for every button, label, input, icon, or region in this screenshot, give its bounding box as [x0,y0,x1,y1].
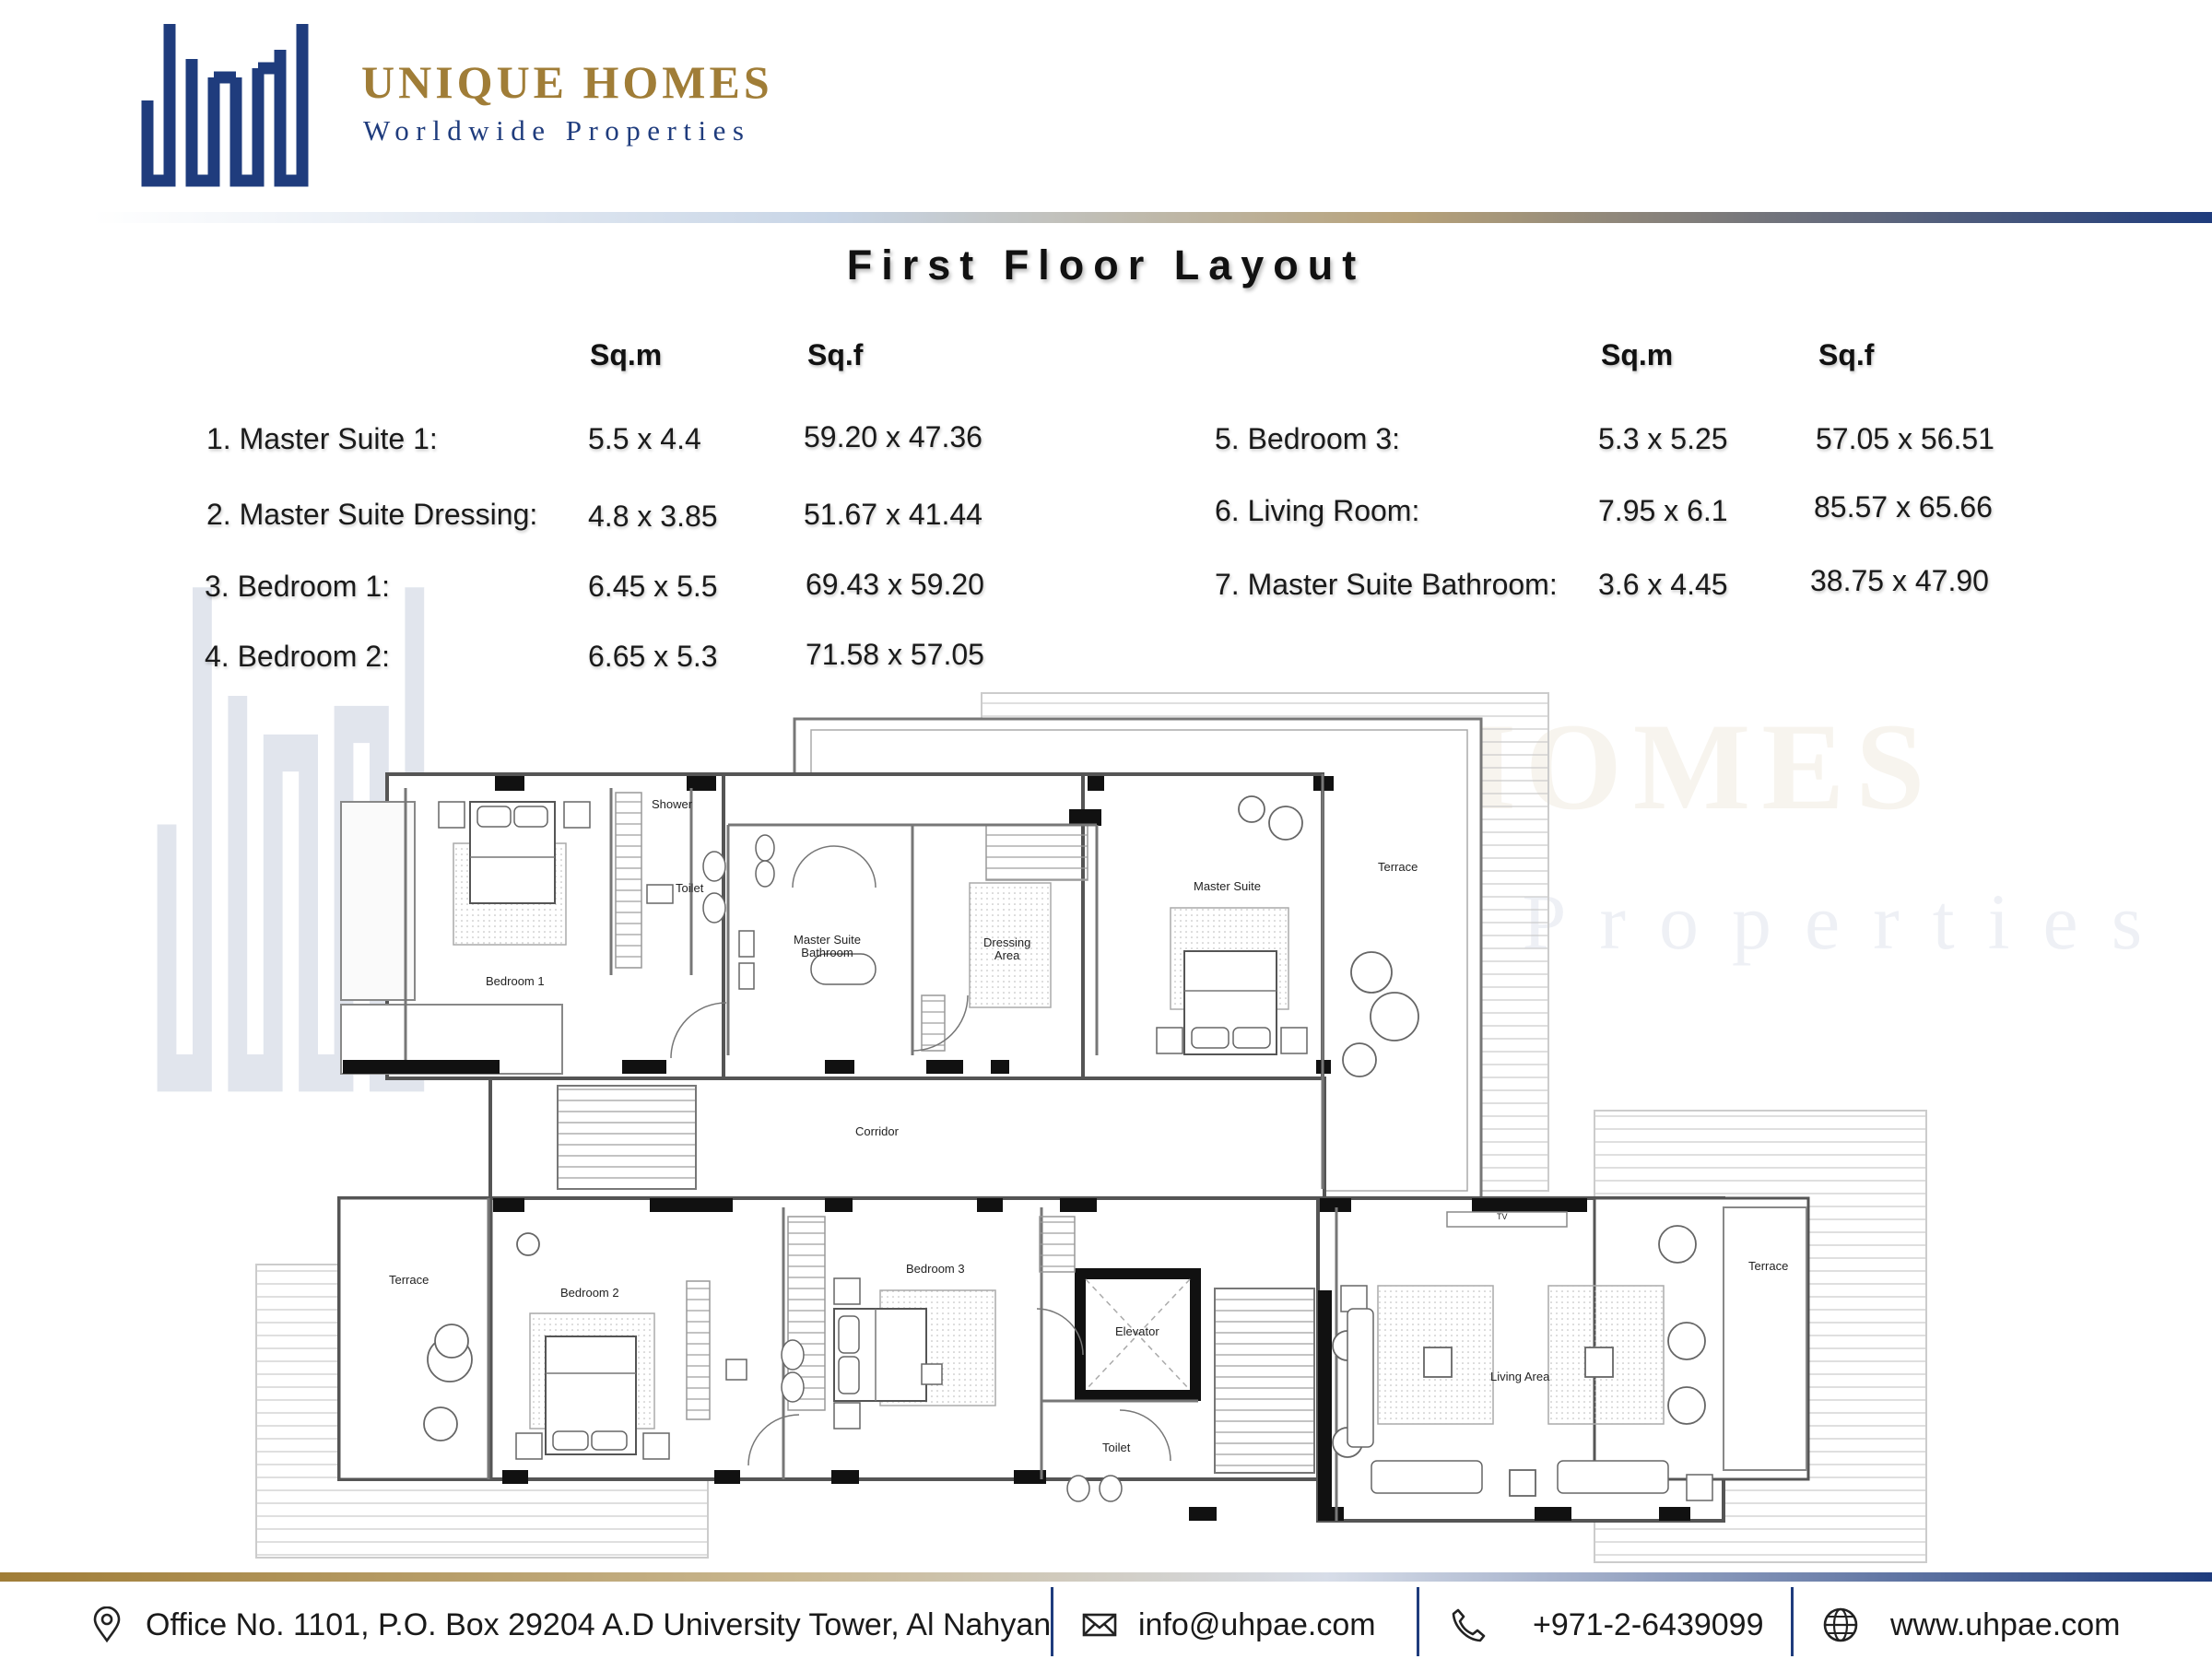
column-header-sqf-right: Sq.f [1818,338,1875,371]
room-label-master-bath: Master Suite Bathroom [794,933,861,960]
room-sqf: 38.75 x 47.90 [1810,564,1989,597]
footer-phone[interactable]: +971-2-6439099 [1450,1599,1764,1651]
watermark-brand-name: UNIQUE HOMES [811,699,1936,836]
room-sqm: 6.45 x 5.5 [588,570,718,603]
room-sqf: 51.67 x 41.44 [804,498,982,531]
page-title: First Floor Layout [846,241,1366,288]
footer-email[interactable]: info@uhpae.com [1081,1599,1376,1651]
column-header-sqm-left: Sq.m [590,338,663,371]
website-link[interactable]: www.uhpae.com [1890,1606,2121,1642]
room-label-toilet-bottom: Toilet [1102,1441,1131,1454]
column-header-sqm-right: Sq.m [1601,338,1674,371]
brand-name: UNIQUE HOMES [361,56,773,108]
globe-icon [1822,1606,1859,1643]
tv-label: TV [1497,1212,1508,1221]
room-label-dressing: Dressing Area [983,935,1031,963]
email-link[interactable]: info@uhpae.com [1138,1606,1376,1642]
room-label-terrace-left: Terrace [389,1273,429,1287]
room-label: 3. Bedroom 1: [205,570,390,603]
room-label-corridor: Corridor [855,1124,899,1138]
room-sqm: 5.5 x 4.4 [588,422,701,455]
brand-tagline: Worldwide Properties [363,114,751,147]
header-divider [92,212,2212,223]
footer-separator [1051,1587,1053,1656]
room-sqm: 4.8 x 3.85 [588,500,718,533]
room-label: 4. Bedroom 2: [205,640,390,673]
column-header-sqf-left: Sq.f [807,338,864,371]
footer-separator [1417,1587,1419,1656]
phone-icon [1450,1606,1487,1643]
watermark-logo [152,553,447,1124]
room-label-elevator: Elevator [1115,1324,1159,1338]
room-label-terrace-top: Terrace [1378,860,1418,874]
company-logo [138,13,323,197]
room-label-toilet-top: Toilet [676,881,704,895]
room-sqf: 71.58 x 57.05 [806,638,984,671]
envelope-icon [1081,1606,1118,1643]
footer-website[interactable]: www.uhpae.com [1822,1599,2120,1651]
footer-separator [1791,1587,1794,1656]
location-pin-icon [88,1606,125,1643]
room-label-shower: Shower [652,797,693,811]
room-label-bedroom1: Bedroom 1 [486,974,545,988]
room-label-master-suite: Master Suite [1194,879,1261,893]
room-sqm: 3.6 x 4.45 [1598,568,1728,601]
footer-address: Office No. 1101, P.O. Box 29204 A.D Univ… [88,1599,1051,1651]
room-label: 7. Master Suite Bathroom: [1215,568,1558,601]
room-label-bedroom3: Bedroom 3 [906,1262,965,1276]
room-sqm: 5.3 x 5.25 [1598,422,1728,455]
room-sqm: 6.65 x 5.3 [588,640,718,673]
room-label: 1. Master Suite 1: [206,422,438,455]
room-label: 2. Master Suite Dressing: [206,498,538,531]
room-label-terrace-right: Terrace [1748,1259,1789,1273]
room-sqf: 57.05 x 56.51 [1816,422,1994,455]
room-sqm: 7.95 x 6.1 [1598,494,1728,527]
footer-divider [0,1572,2212,1582]
room-sqf: 85.57 x 65.66 [1814,490,1993,524]
room-label: 5. Bedroom 3: [1215,422,1400,455]
room-label-living: Living Area [1490,1370,1550,1383]
phone-number[interactable]: +971-2-6439099 [1533,1606,1764,1642]
room-label: 6. Living Room: [1215,494,1420,527]
room-sqf: 59.20 x 47.36 [804,420,982,453]
room-sqf: 69.43 x 59.20 [806,568,984,601]
room-label-bedroom2: Bedroom 2 [560,1286,619,1300]
address-text: Office No. 1101, P.O. Box 29204 A.D Univ… [146,1606,1052,1642]
